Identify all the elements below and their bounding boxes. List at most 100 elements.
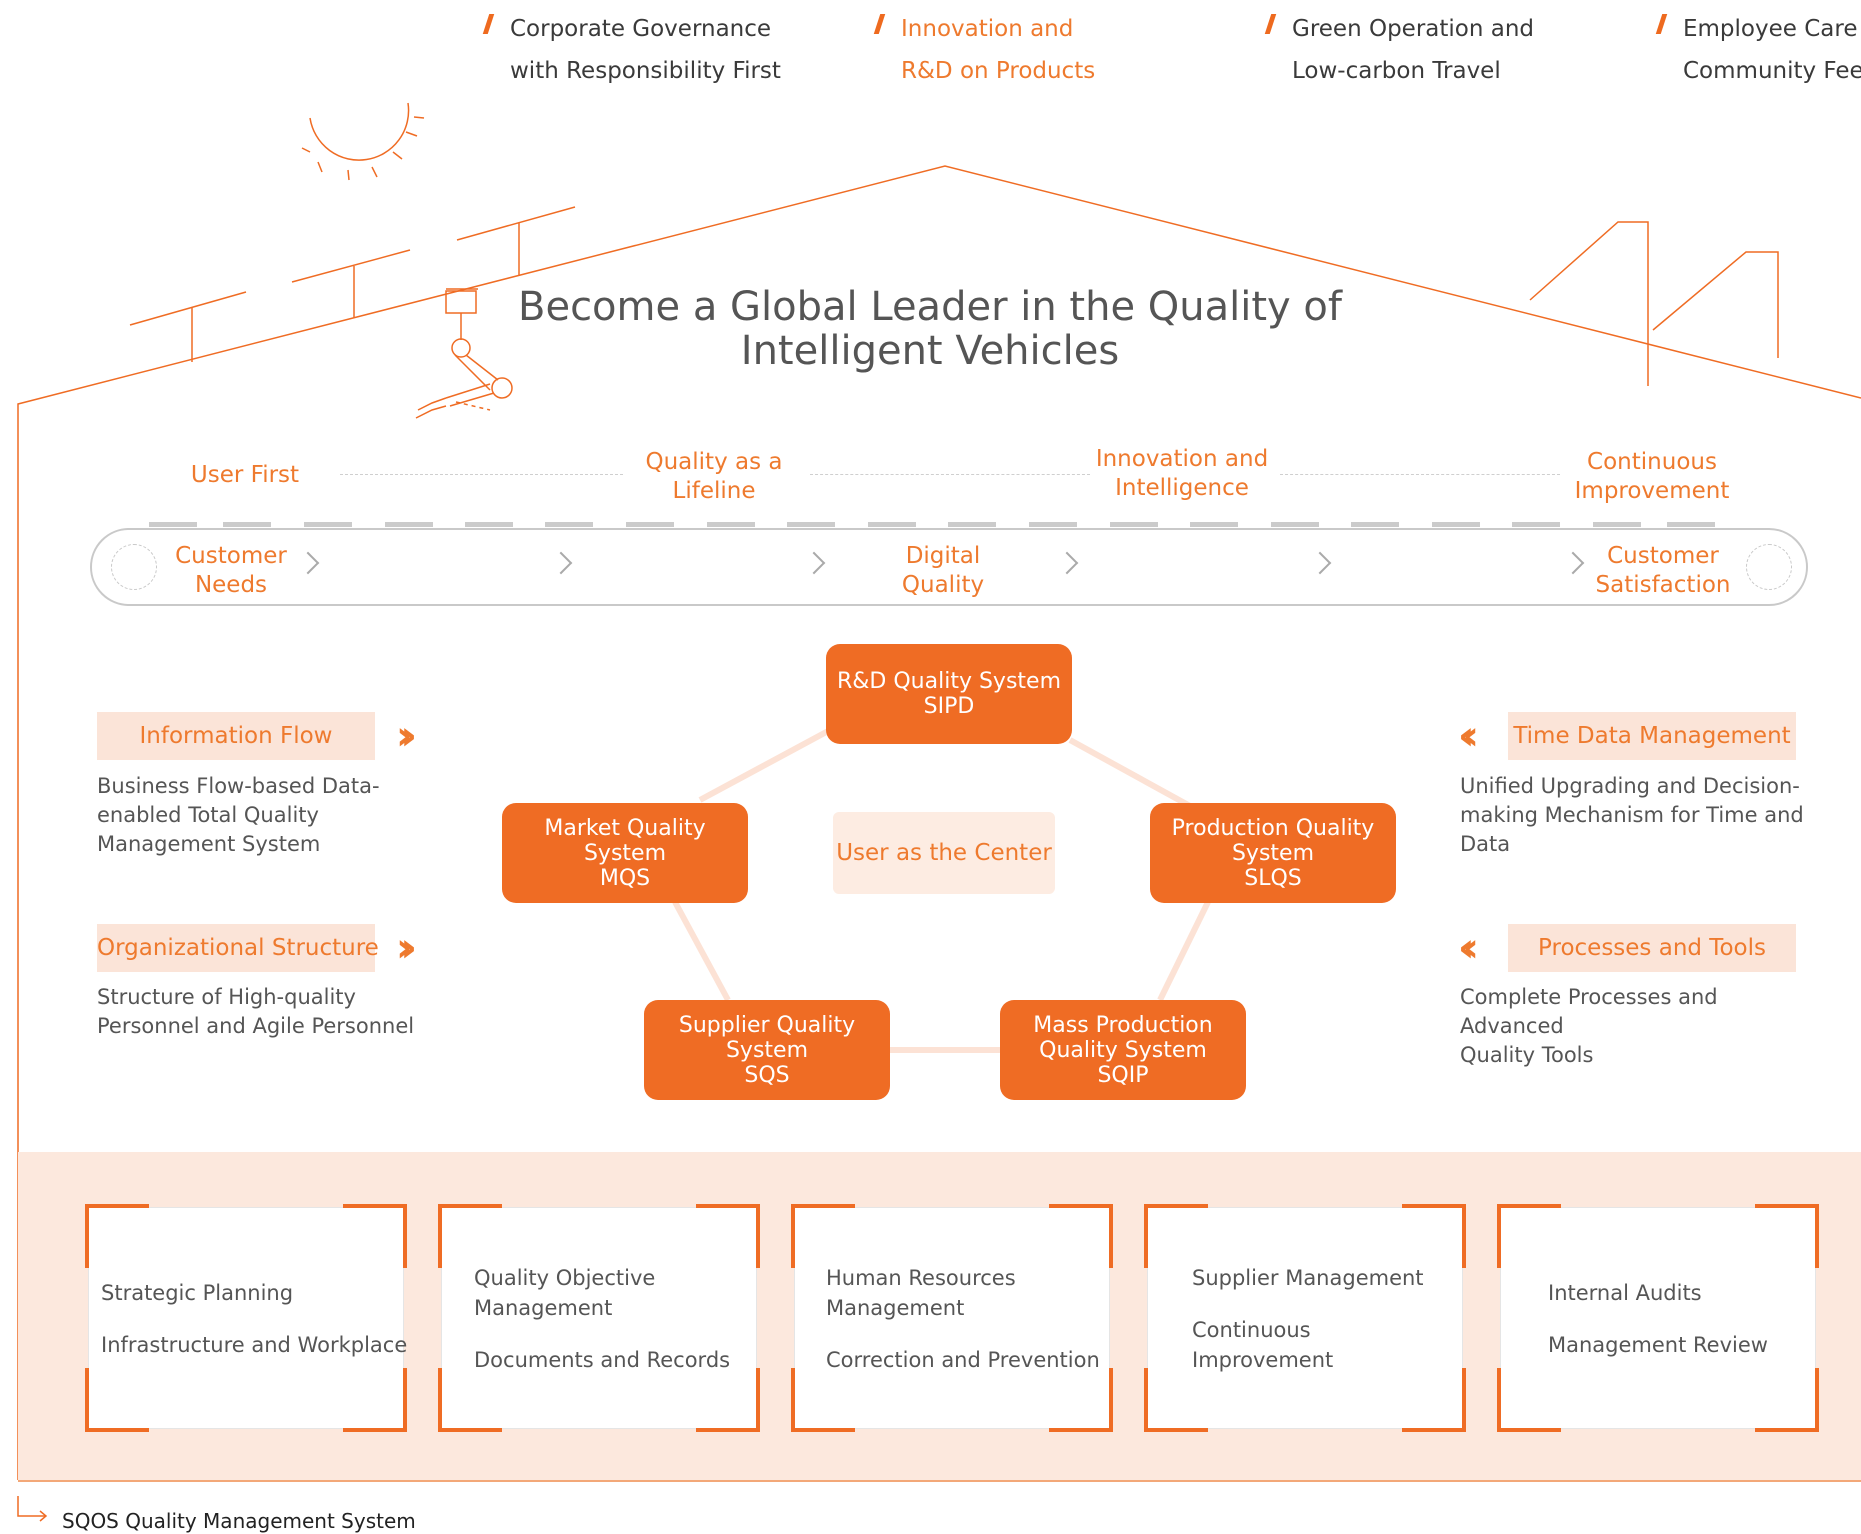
belt-segment <box>1271 522 1319 527</box>
system-label: Mass Production <box>1033 1012 1213 1038</box>
figure-caption: SQOS Quality Management System <box>62 1509 416 1533</box>
corner-bracket <box>343 1368 407 1432</box>
system-label: System <box>583 840 667 866</box>
double-chevron-right-icon: ›› <box>396 925 417 971</box>
corner-bracket <box>1497 1204 1561 1268</box>
corner-bracket <box>1755 1204 1819 1268</box>
belt-segment <box>1029 522 1077 527</box>
value-innovation: Innovation and Intelligence <box>1092 445 1272 503</box>
corner-bracket <box>1144 1368 1208 1432</box>
nav-item-employee[interactable]: Employee Care a Community Feed <box>1655 8 1861 92</box>
belt-segment <box>787 522 835 527</box>
corner-bracket <box>1049 1368 1113 1432</box>
belt-label-digital-quality: Digital Quality <box>873 542 1013 600</box>
double-chevron-left-icon: ‹‹ <box>1458 713 1479 759</box>
desc-information-flow: Business Flow-based Data- enabled Total … <box>97 772 397 859</box>
value-label: User First <box>190 462 300 488</box>
card-item: Supplier Management <box>1192 1266 1424 1290</box>
divider <box>810 474 1090 475</box>
system-label: Market Quality <box>544 815 706 841</box>
belt-label: Needs <box>194 572 268 598</box>
tag-time-data: Time Data Management <box>1508 712 1796 760</box>
nav-item-innovation[interactable]: Innovation and R&D on Products <box>873 8 1096 92</box>
corner-bracket <box>438 1368 502 1432</box>
title-line: Become a Global Leader in the Quality of <box>518 284 1342 330</box>
desc-processes-tools: Complete Processes and Advanced Quality … <box>1460 983 1820 1070</box>
belt-segment <box>948 522 996 527</box>
system-code: MQS <box>599 865 651 891</box>
roller-icon <box>1746 544 1792 590</box>
corner-bracket <box>791 1204 855 1268</box>
arrow-icon <box>17 1496 48 1522</box>
card-internal-audits: Internal Audits Management Review <box>1497 1204 1819 1432</box>
tag-organizational-structure: Organizational Structure <box>97 924 379 972</box>
nav-label: R&D on Products <box>901 58 1096 84</box>
value-label: Lifeline <box>672 478 756 504</box>
system-market-quality: Market Quality System MQS <box>502 803 748 903</box>
sun-icon <box>309 102 410 161</box>
card-supplier-management: Supplier Management Continuous Improveme… <box>1144 1204 1466 1432</box>
main-title: Become a Global Leader in the Quality of… <box>500 285 1360 373</box>
tag-processes-tools: Processes and Tools <box>1508 924 1796 972</box>
corner-bracket <box>85 1368 149 1432</box>
belt-segment <box>149 522 197 527</box>
belt-segment <box>1432 522 1480 527</box>
card-item: Quality Objective <box>474 1266 656 1290</box>
belt-label: Satisfaction <box>1595 572 1731 598</box>
belt-label: Customer <box>175 543 287 569</box>
belt-segment <box>1110 522 1158 527</box>
divider <box>1280 474 1560 475</box>
card-item: Management Review <box>1548 1333 1768 1357</box>
system-label: R&D Quality System <box>836 669 1062 694</box>
corner-bracket <box>438 1204 502 1268</box>
corner-bracket <box>85 1204 149 1268</box>
desc-time-data: Unified Upgrading and Decision- making M… <box>1460 772 1820 859</box>
tag-information-flow: Information Flow <box>97 712 375 760</box>
robot-arm-icon <box>451 338 471 358</box>
roller-icon <box>111 544 157 590</box>
card-item: Management <box>474 1296 613 1320</box>
desc-line: Management System <box>97 832 321 856</box>
value-continuous: Continuous Improvement <box>1566 448 1738 506</box>
center-label: User as the Center <box>833 812 1055 894</box>
belt-segment <box>465 522 513 527</box>
system-supplier-quality: Supplier Quality System SQS <box>644 1000 890 1100</box>
system-code: SQIP <box>1097 1062 1149 1088</box>
desc-line: Personnel and Agile Personnel <box>97 1014 415 1038</box>
corner-bracket <box>1402 1368 1466 1432</box>
desc-line: Unified Upgrading and Decision- <box>1460 774 1800 798</box>
card-item: Improvement <box>1192 1348 1334 1372</box>
belt-label: Customer <box>1607 543 1719 569</box>
belt-segment <box>304 522 352 527</box>
system-mass-production: Mass Production Quality System SQIP <box>1000 1000 1246 1100</box>
belt-segment <box>626 522 674 527</box>
card-item: Management <box>826 1296 965 1320</box>
desc-line: Quality Tools <box>1460 1043 1594 1067</box>
system-code: SIPD <box>923 694 975 719</box>
nav-label: with Responsibility First <box>510 58 781 84</box>
corner-bracket <box>343 1204 407 1268</box>
belt-segment <box>1512 522 1560 527</box>
desc-line: making Mechanism for Time and <box>1460 803 1804 827</box>
nav-label: Green Operation and <box>1292 16 1535 42</box>
value-label: Intelligence <box>1115 475 1249 501</box>
nav-label: Corporate Governance <box>510 16 772 42</box>
card-item: Strategic Planning <box>101 1281 294 1305</box>
value-label: Innovation and <box>1095 446 1269 472</box>
nav-label: Low-carbon Travel <box>1292 58 1501 84</box>
card-human-resources: Human Resources Management Correction an… <box>791 1204 1113 1432</box>
nav-item-governance[interactable]: Corporate Governance with Responsibility… <box>482 8 781 92</box>
nav-label: Employee Care a <box>1683 16 1861 42</box>
belt-segment <box>385 522 433 527</box>
nav-item-green[interactable]: Green Operation and Low-carbon Travel <box>1264 8 1535 92</box>
corner-bracket <box>1144 1204 1208 1268</box>
value-user-first: User First <box>185 461 305 490</box>
belt-segment <box>1593 522 1641 527</box>
corner-bracket <box>1049 1204 1113 1268</box>
belt-segment <box>1667 522 1715 527</box>
desc-line: Data <box>1460 832 1511 856</box>
desc-line: Complete Processes and Advanced <box>1460 985 1718 1038</box>
belt-label: Digital <box>905 543 981 569</box>
belt-segment <box>223 522 271 527</box>
